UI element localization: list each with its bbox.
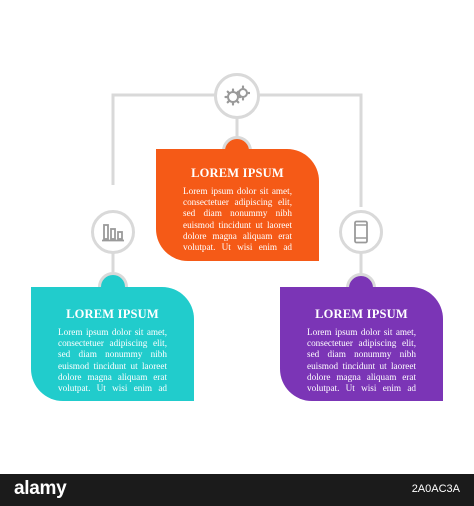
brand-logo: alamy [14,478,67,499]
card-top: LOREM IPSUM Lorem ipsum dolor sit amet, … [156,149,319,261]
card-left-title: LOREM IPSUM [66,307,159,321]
card-left-body: Lorem ipsum dolor sit amet, consectetuer… [58,327,167,394]
card-left: LOREM IPSUM Lorem ipsum dolor sit amet, … [31,287,194,401]
left-icon-node [91,210,135,254]
card-right: LOREM IPSUM Lorem ipsum dolor sit amet, … [280,287,443,401]
card-top-body: Lorem ipsum dolor sit amet, consectetuer… [183,186,292,253]
bar-chart-icon [102,224,124,242]
image-code: 2A0AC3A [411,483,460,495]
infographic-canvas: LOREM IPSUM Lorem ipsum dolor sit amet, … [31,73,443,401]
smartphone-icon [354,220,368,244]
card-right-body: Lorem ipsum dolor sit amet, consectetuer… [307,327,416,394]
right-icon-node [339,210,383,254]
card-right-title: LOREM IPSUM [315,307,408,321]
stock-footer-bar: alamy 2A0AC3A [0,474,474,506]
card-top-title: LOREM IPSUM [191,166,284,180]
gears-icon [224,85,250,106]
top-icon-node [214,73,260,119]
